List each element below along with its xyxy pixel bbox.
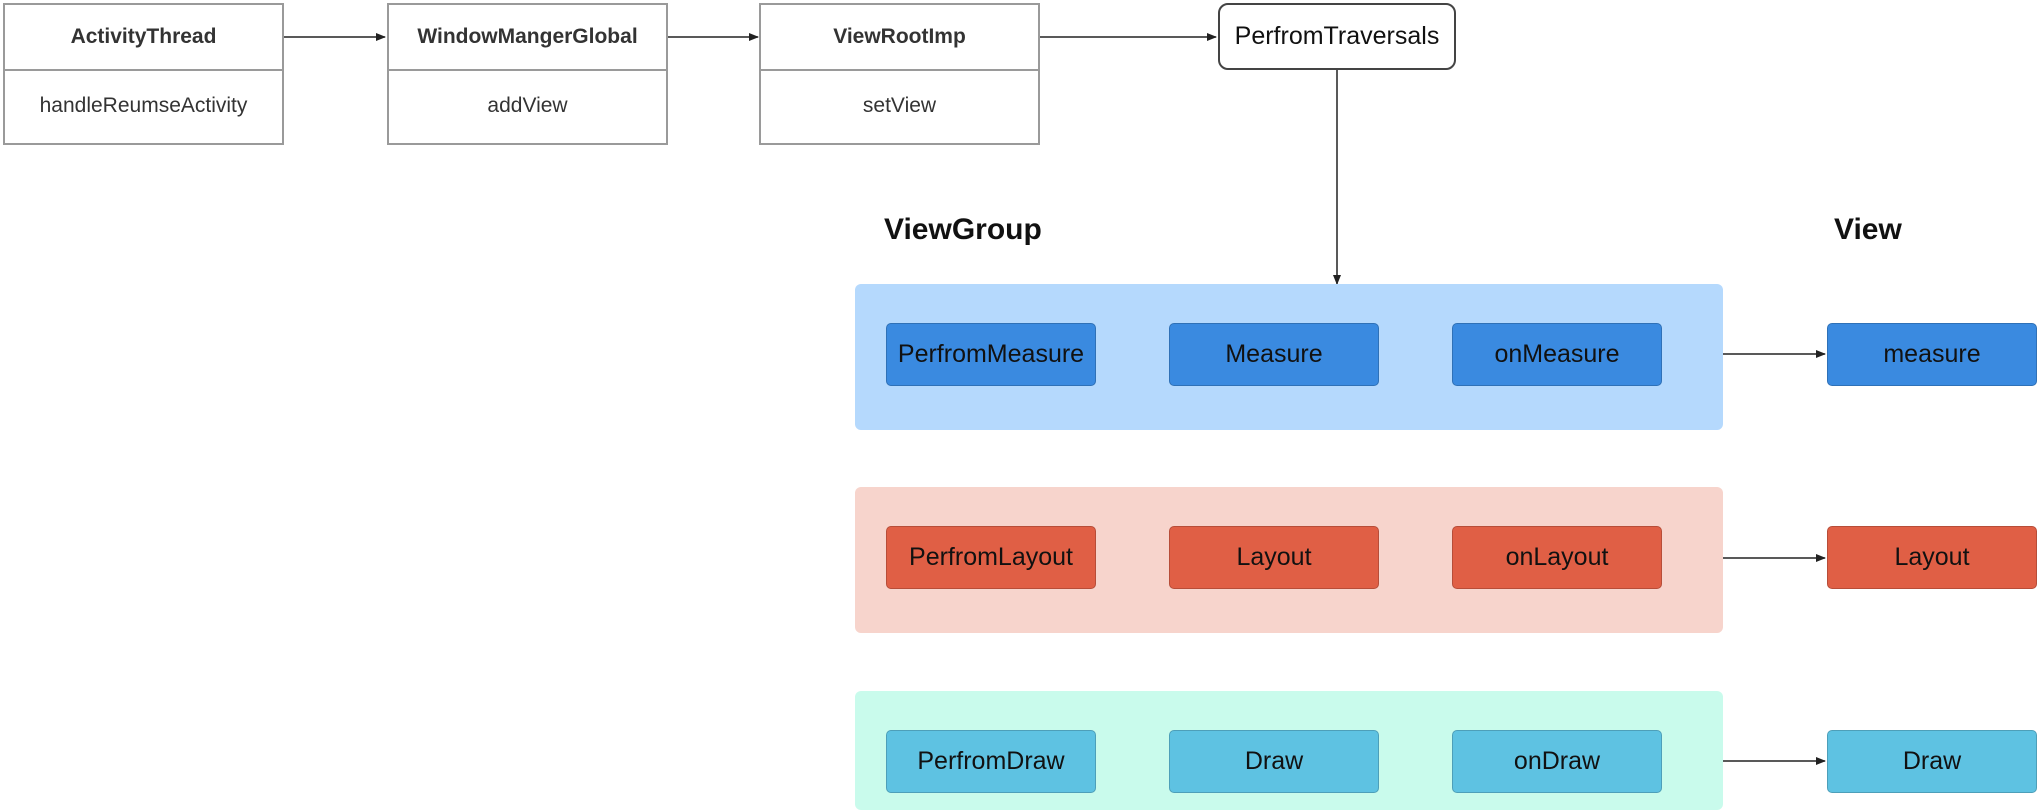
method-name: setView [862, 94, 937, 117]
viewgroup-title: ViewGroup [884, 213, 1042, 246]
view-measure-node: measure [1827, 323, 2037, 386]
onmeasure-node: onMeasure [1452, 323, 1662, 386]
class-name: WindowMangerGlobal [389, 5, 666, 71]
class-name: ActivityThread [5, 5, 282, 71]
view-layout-node: Layout [1827, 526, 2037, 589]
perfrommeasure-node: PerfromMeasure [886, 323, 1096, 386]
perfromlayout-node: PerfromLayout [886, 526, 1096, 589]
class-name: ViewRootImp [761, 5, 1038, 71]
ondraw-node: onDraw [1452, 730, 1662, 793]
measure-node: Measure [1169, 323, 1379, 386]
activitythread-box: ActivityThread handleReumseActivity [3, 3, 284, 145]
windowmangerglobal-box: WindowMangerGlobal addView [387, 3, 668, 145]
perfromtraversals-box: PerfromTraversals [1218, 3, 1456, 70]
method-name: handleReumseActivity [39, 94, 248, 117]
draw-node: Draw [1169, 730, 1379, 793]
viewrootimp-box: ViewRootImp setView [759, 3, 1040, 145]
method-name: addView [487, 94, 568, 117]
perfromdraw-node: PerfromDraw [886, 730, 1096, 793]
view-title: View [1834, 213, 1902, 246]
layout-node: Layout [1169, 526, 1379, 589]
view-draw-node: Draw [1827, 730, 2037, 793]
onlayout-node: onLayout [1452, 526, 1662, 589]
